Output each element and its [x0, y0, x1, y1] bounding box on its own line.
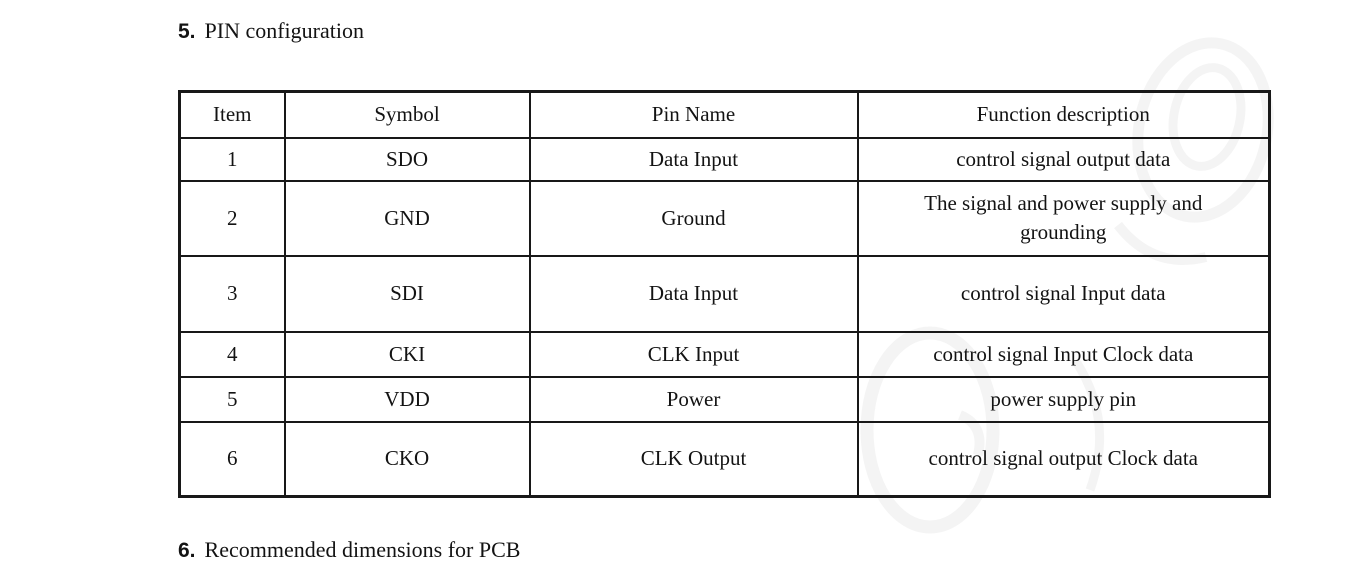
- table-row: 3 SDI Data Input control signal Input da…: [178, 254, 1271, 333]
- table-row: 1 SDO Data Input control signal output d…: [178, 136, 1271, 182]
- cell-function: control signal Input Clock data: [856, 330, 1271, 378]
- cell-symbol: GND: [283, 179, 531, 257]
- section-number: 5.: [178, 20, 196, 43]
- cell-symbol: CKI: [283, 330, 531, 378]
- cell-item: 5: [178, 375, 286, 423]
- cell-pin-name: Ground: [528, 179, 859, 257]
- header-pin-name: Pin Name: [528, 90, 859, 139]
- table-row: 4 CKI CLK Input control signal Input Clo…: [178, 330, 1271, 378]
- section-heading-pcb-dimensions: 6. Recommended dimensions for PCB: [178, 536, 520, 565]
- header-symbol: Symbol: [283, 90, 531, 139]
- table-row: 2 GND Ground The signal and power supply…: [178, 179, 1271, 257]
- cell-function: control signal Input data: [856, 254, 1271, 333]
- cell-symbol: VDD: [283, 375, 531, 423]
- cell-pin-name: Data Input: [528, 136, 859, 182]
- cell-pin-name: Power: [528, 375, 859, 423]
- table-row: 5 VDD Power power supply pin: [178, 375, 1271, 423]
- header-function: Function description: [856, 90, 1271, 139]
- table-row: 6 CKO CLK Output control signal output C…: [178, 420, 1271, 498]
- cell-item: 6: [178, 420, 286, 498]
- cell-symbol: SDO: [283, 136, 531, 182]
- pin-configuration-table: Item Symbol Pin Name Function descriptio…: [178, 90, 1271, 498]
- cell-function: control signal output data: [856, 136, 1271, 182]
- section-number: 6.: [178, 539, 196, 562]
- cell-item: 1: [178, 136, 286, 182]
- cell-pin-name: Data Input: [528, 254, 859, 333]
- section-heading-pin-configuration: 5. PIN configuration: [178, 17, 364, 46]
- cell-item: 2: [178, 179, 286, 257]
- cell-function: The signal and power supply and groundin…: [856, 179, 1271, 257]
- cell-symbol: CKO: [283, 420, 531, 498]
- cell-function: power supply pin: [856, 375, 1271, 423]
- cell-pin-name: CLK Output: [528, 420, 859, 498]
- cell-symbol: SDI: [283, 254, 531, 333]
- header-item: Item: [178, 90, 286, 139]
- section-title: Recommended dimensions for PCB: [204, 537, 521, 562]
- table-header-row: Item Symbol Pin Name Function descriptio…: [178, 90, 1271, 139]
- cell-pin-name: CLK Input: [528, 330, 859, 378]
- cell-item: 3: [178, 254, 286, 333]
- cell-item: 4: [178, 330, 286, 378]
- cell-function: control signal output Clock data: [856, 420, 1271, 498]
- section-title: PIN configuration: [204, 18, 364, 43]
